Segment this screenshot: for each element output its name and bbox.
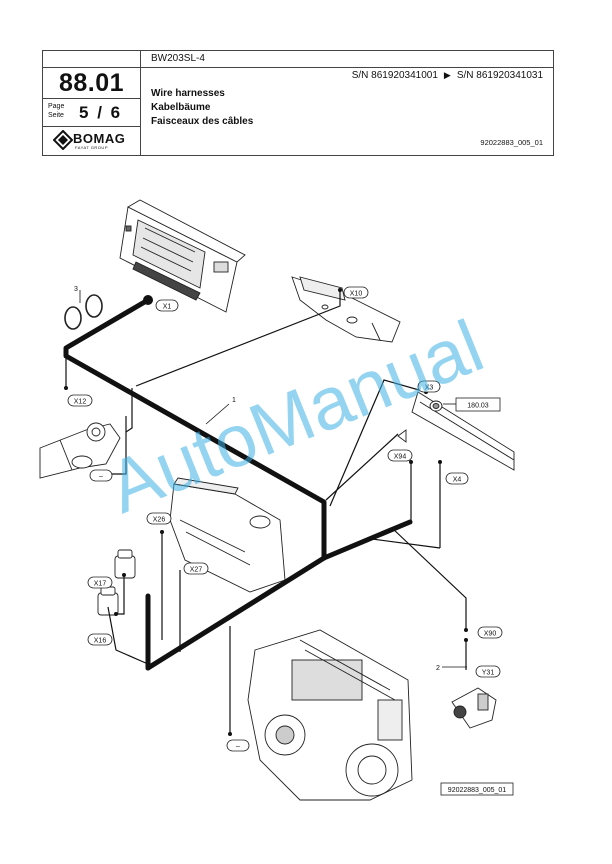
svg-text:X12: X12 xyxy=(74,399,87,406)
reference-box: 180.03 xyxy=(455,397,501,412)
svg-text:–: – xyxy=(99,474,103,481)
label-x4: X4 xyxy=(445,472,469,485)
document-id: 92022883_005_01 xyxy=(480,138,543,147)
title-block: BW203SL-4 88.01 Page Seite 5 / 6 BOMAG F… xyxy=(42,50,554,156)
page-indicator: 5 / 6 xyxy=(79,103,120,123)
title-english: Wire harnesses xyxy=(151,88,225,99)
rings-part xyxy=(64,294,103,330)
engine xyxy=(247,629,413,801)
label-x17: X17 xyxy=(87,576,113,589)
svg-text:X17: X17 xyxy=(94,581,107,588)
solenoid-valves xyxy=(97,549,136,616)
figure-id-box: 92022883_005_01 xyxy=(440,782,514,796)
page-label-en: Page xyxy=(48,103,65,110)
arrow-right-icon: ▶ xyxy=(443,70,451,80)
label-x90: X90 xyxy=(477,626,503,639)
label-ground-top: – xyxy=(89,469,113,482)
serial-from: S/N 861920341001 xyxy=(351,70,438,81)
brand-name: BOMAG xyxy=(73,131,126,146)
label-x16: X16 xyxy=(87,633,113,646)
label-x26: X26 xyxy=(146,512,172,525)
callout-1: 1 xyxy=(232,397,236,404)
page-label: Page Seite xyxy=(48,102,64,120)
control-unit xyxy=(119,199,246,313)
axle-left xyxy=(39,422,121,479)
serial-to: S/N 861920341031 xyxy=(456,70,543,81)
page-label-de: Seite xyxy=(48,112,64,119)
divider xyxy=(43,126,140,127)
divider xyxy=(43,98,140,99)
callout-lines xyxy=(79,290,467,668)
title-french: Faisceaux des câbles xyxy=(151,116,254,127)
svg-text:92022883_005_01: 92022883_005_01 xyxy=(448,787,507,794)
svg-text:X10: X10 xyxy=(350,291,363,298)
label-x94: X94 xyxy=(387,449,413,462)
svg-text:–: – xyxy=(236,744,240,751)
callout-2: 2 xyxy=(436,665,440,672)
connector-dots xyxy=(64,288,468,736)
svg-text:X90: X90 xyxy=(484,631,497,638)
sensor-y31 xyxy=(451,687,497,729)
label-ground-bottom: – xyxy=(226,739,250,752)
page-total: 6 xyxy=(110,103,121,122)
svg-text:X16: X16 xyxy=(94,638,107,645)
divider xyxy=(140,51,141,155)
serial-range: S/N 861920341001 ▶ S/N 861920341031 xyxy=(352,70,543,81)
title-german: Kabelbäume xyxy=(151,102,211,113)
svg-text:X94: X94 xyxy=(394,454,407,461)
page-separator: / xyxy=(97,103,102,122)
model-name: BW203SL-4 xyxy=(151,53,205,64)
svg-text:180.03: 180.03 xyxy=(467,403,489,410)
page-number: 88.01 xyxy=(58,69,125,97)
bomag-diamond-icon xyxy=(53,130,73,150)
brand-sub: FAYAT GROUP xyxy=(75,145,108,150)
svg-text:X1: X1 xyxy=(163,304,172,311)
svg-text:X4: X4 xyxy=(453,477,462,484)
label-y31: Y31 xyxy=(475,665,501,678)
frame-bar xyxy=(411,391,515,471)
svg-text:X3: X3 xyxy=(425,385,434,392)
label-x1: X1 xyxy=(155,299,179,312)
label-x3: X3 xyxy=(417,380,441,393)
sensor-x3 xyxy=(397,400,443,443)
svg-text:Y31: Y31 xyxy=(482,670,495,677)
svg-text:X26: X26 xyxy=(153,517,166,524)
label-x10: X10 xyxy=(343,286,369,299)
label-x12: X12 xyxy=(67,394,93,407)
bomag-logo: BOMAG FAYAT GROUP xyxy=(53,129,135,151)
label-x27: X27 xyxy=(183,562,209,575)
svg-text:X27: X27 xyxy=(190,567,203,574)
divider xyxy=(43,67,553,68)
bracket-x10 xyxy=(291,276,401,343)
callout-3: 3 xyxy=(74,286,78,293)
branch-wires xyxy=(65,290,467,734)
page-current: 5 xyxy=(79,103,89,122)
